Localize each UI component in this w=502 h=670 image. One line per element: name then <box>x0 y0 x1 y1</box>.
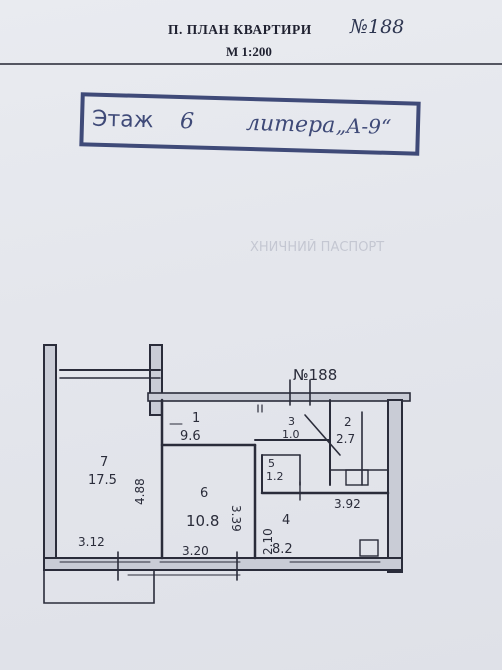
dimension-3-20: 3.20 <box>182 544 209 558</box>
room-3-area: 1.0 <box>282 428 300 441</box>
room-7-number: 7 <box>100 455 108 470</box>
scale-label: М 1:200 <box>226 44 272 59</box>
room-4-area: 8.2 <box>272 542 293 557</box>
room-5-area: 1.2 <box>266 470 284 483</box>
room-5-number: 5 <box>268 457 275 470</box>
room-6-number: 6 <box>200 486 208 501</box>
apartment-number-handwritten: №188 <box>350 16 405 38</box>
room-2-number: 2 <box>344 415 352 429</box>
bleed-through-text: ХНИЧНИЙ ПАСПОРТ <box>250 240 385 255</box>
room-1-number: 1 <box>192 411 200 426</box>
plan-apartment-label: №188 <box>293 366 337 384</box>
dimension-3-12: 3.12 <box>78 535 105 549</box>
room-7-area: 17.5 <box>88 473 117 488</box>
dimension-4-88: 4.88 <box>133 478 147 505</box>
room-1-area: 9.6 <box>180 429 201 444</box>
room-6-area: 10.8 <box>186 512 219 530</box>
room-3-number: 3 <box>288 415 295 428</box>
plan-walls <box>43 344 411 604</box>
header-title: П. ПЛАН КВАРТИРИ <box>168 22 312 37</box>
header-rule <box>0 63 502 65</box>
room-labels: 7 17.5 1 9.6 3 1.0 2 2.7 5 1.2 6 10.8 4 … <box>88 411 355 557</box>
dimension-3-39: 3.39 <box>229 505 243 532</box>
room-4-number: 4 <box>282 513 290 528</box>
dimension-3-92: 3.92 <box>334 497 361 511</box>
dimension-2-10: 2.10 <box>261 528 275 555</box>
room-2-area: 2.7 <box>336 432 355 446</box>
dimension-labels: 4.88 3.39 2.10 3.92 3.12 3.20 <box>78 478 361 558</box>
